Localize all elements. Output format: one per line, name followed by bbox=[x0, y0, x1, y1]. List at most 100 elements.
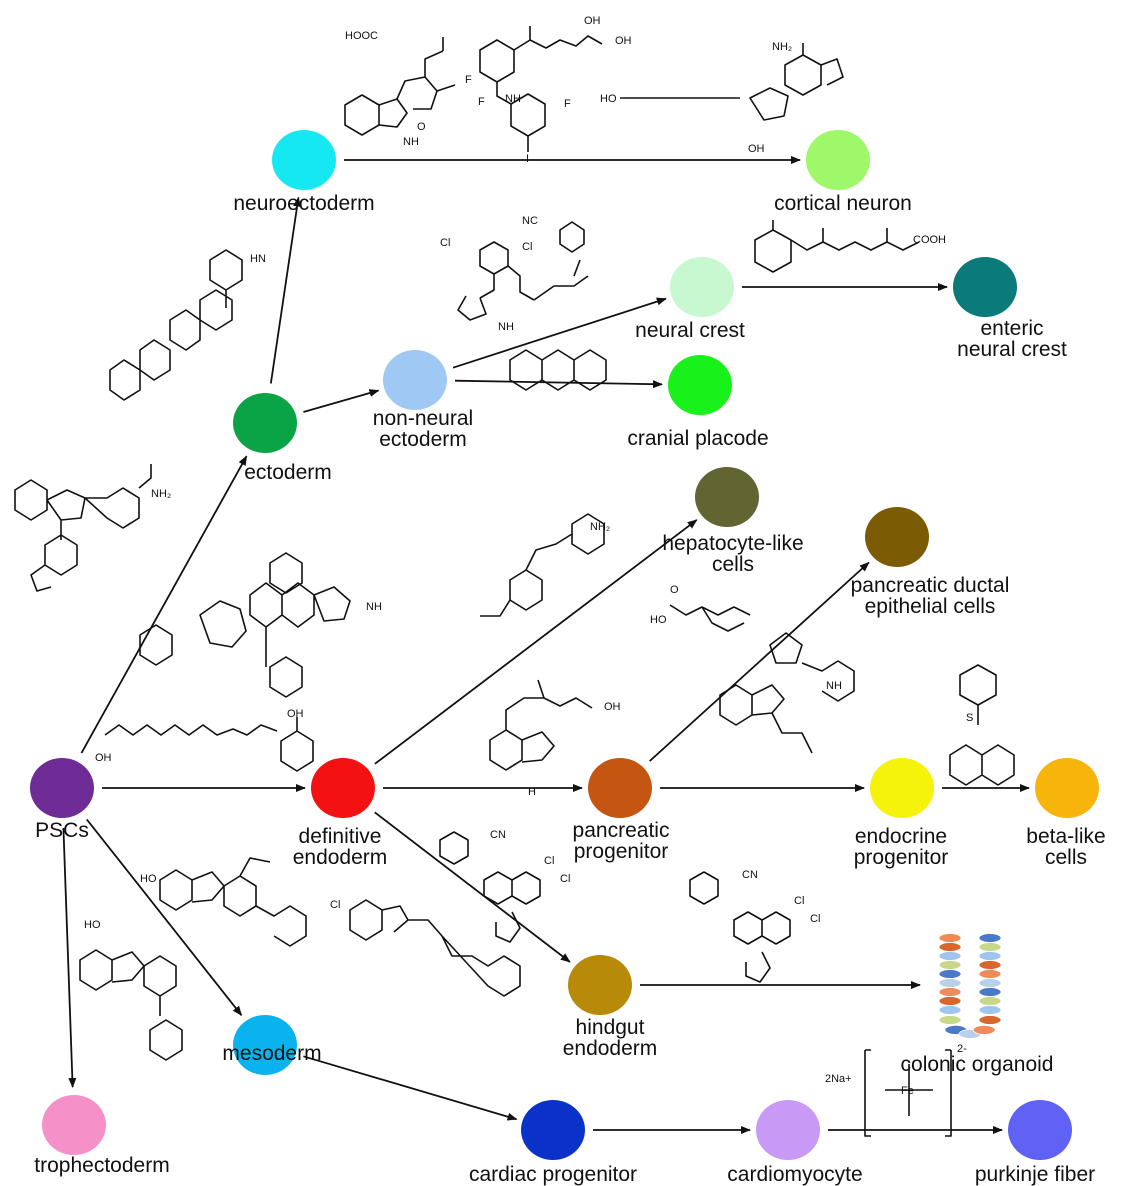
molecule-carbazole: HO bbox=[140, 857, 307, 947]
cell-label-hepatocyte-like-cells: hepatocyte-like cells bbox=[662, 532, 804, 576]
edge-pancreatic-progenitor-to-pancreatic-ductal bbox=[649, 561, 870, 762]
organoid-cell bbox=[978, 978, 1002, 988]
cooh-label: COOH bbox=[913, 234, 946, 246]
organoid-cell bbox=[938, 942, 962, 952]
cell-label-cortical-neuron: cortical neuron bbox=[774, 192, 912, 215]
molecule-valproic-acid: HO O bbox=[650, 584, 751, 632]
molecule-chir99021: Cl Cl NC NH bbox=[440, 215, 589, 333]
cell-node-cranial-placode bbox=[668, 355, 732, 415]
nc-label: NC bbox=[522, 215, 538, 227]
oh-label-3: OH bbox=[748, 143, 765, 155]
hooc-label: HOOC bbox=[345, 30, 378, 42]
cell-label-cardiomyocyte: cardiomyocyte bbox=[727, 1163, 863, 1186]
molecule-retinoic-acid: COOH bbox=[754, 220, 946, 273]
organoid-cell bbox=[978, 1005, 1002, 1015]
organoid-cell bbox=[938, 1015, 962, 1025]
cell-label-pancreatic-progenitor: pancreatic progenitor bbox=[572, 819, 670, 863]
ho-label-2: HO bbox=[650, 614, 667, 626]
hn-label: HN bbox=[250, 253, 266, 265]
cell-label-neuroectoderm: neuroectoderm bbox=[233, 192, 375, 215]
cl-label-3: Cl bbox=[544, 855, 554, 867]
cell-node-enteric-neural-crest bbox=[953, 257, 1017, 317]
cell-label-enteric-neural-crest: enteric neural crest bbox=[957, 317, 1067, 361]
molecule-indolactam: OH H bbox=[489, 679, 621, 798]
organoid-cell bbox=[938, 951, 962, 961]
cell-label-cranial-placode: cranial placode bbox=[627, 427, 769, 450]
cl-label-4: Cl bbox=[560, 873, 570, 885]
nh-label-4: NH bbox=[366, 601, 382, 613]
organoid-cell bbox=[978, 960, 1002, 970]
organoid-cell bbox=[978, 933, 1002, 943]
ho-label-4: HO bbox=[84, 919, 101, 931]
molecule-atp: HO NH₂ OH bbox=[600, 41, 844, 155]
oh-label-4: OH bbox=[95, 752, 112, 764]
molecule-phenanthroline bbox=[509, 349, 607, 391]
colonic-organoid-graphic bbox=[938, 933, 1002, 1039]
molecule-h1152: S bbox=[949, 664, 1015, 786]
edge-ectoderm-to-neuroectoderm bbox=[269, 196, 302, 384]
molecule-carbazole-2: HO bbox=[79, 919, 183, 1061]
cell-node-ectoderm bbox=[233, 393, 297, 453]
organoid-cell bbox=[938, 978, 962, 988]
i-label: I bbox=[526, 153, 529, 165]
edge-mesoderm-to-cardiac-progenitor bbox=[303, 1055, 518, 1121]
molecule-pd0325901: F F NH OH OH F I bbox=[465, 15, 632, 165]
cell-node-purkinje-fiber bbox=[1008, 1100, 1072, 1160]
charge-label: 2- bbox=[957, 1043, 967, 1055]
oh-label: OH bbox=[584, 15, 601, 27]
edge-ectoderm-to-non-neural-ectoderm bbox=[303, 389, 380, 413]
cell-node-hepatocyte-like-cells bbox=[695, 467, 759, 527]
molecule-ido1: OH OH bbox=[95, 708, 314, 772]
edge-non-neural-ectoderm-to-cranial-placode bbox=[454, 379, 664, 389]
nh2-label-2: NH₂ bbox=[151, 488, 171, 500]
molecule-benzamide: NH₂ bbox=[480, 513, 610, 617]
molecule-sb431542: NH₂ bbox=[14, 464, 171, 592]
cell-node-cardiac-progenitor bbox=[521, 1100, 585, 1160]
cell-node-mesoderm bbox=[233, 1015, 297, 1075]
ho-label: HO bbox=[600, 93, 617, 105]
molecule-chir-2: CN Cl Cl bbox=[439, 829, 570, 943]
cell-node-definitive-endoderm bbox=[311, 758, 375, 818]
cl-label-5: Cl bbox=[794, 895, 804, 907]
cl-label-2: Cl bbox=[522, 241, 532, 253]
organoid-cell bbox=[978, 987, 1002, 997]
cell-label-ectoderm: ectoderm bbox=[244, 461, 332, 484]
cell-label-neural-crest: neural crest bbox=[635, 319, 745, 342]
organoid-cell bbox=[978, 969, 1002, 979]
cell-node-cardiomyocyte bbox=[756, 1100, 820, 1160]
cell-label-endocrine-progenitor: endocrine progenitor bbox=[853, 825, 949, 869]
cell-label-pancreatic-ductal: pancreatic ductal epithelial cells bbox=[850, 574, 1010, 618]
f-label-3: F bbox=[564, 98, 571, 110]
oh-label-5: OH bbox=[287, 708, 304, 720]
molecule-benzothiazole: Cl bbox=[330, 899, 521, 997]
small-molecule-layer: HOOC NH O F F NH OH OH F I HO NH₂ OH Cl … bbox=[14, 15, 1015, 1137]
cell-node-neural-crest bbox=[670, 257, 734, 317]
f-label-2: F bbox=[478, 96, 485, 108]
cell-node-hindgut-endoderm bbox=[568, 955, 632, 1015]
cell-node-beta-like-cells bbox=[1035, 758, 1099, 818]
cell-node-pscs bbox=[30, 758, 94, 818]
nh2-label: NH₂ bbox=[772, 41, 792, 53]
nh-label-3: NH bbox=[498, 321, 514, 333]
organoid-cell bbox=[972, 1024, 996, 1035]
nh-label: NH bbox=[403, 136, 419, 148]
h-label: H bbox=[528, 786, 536, 798]
s-label: S bbox=[966, 712, 973, 724]
cl-label-7: Cl bbox=[330, 899, 340, 911]
o-label: O bbox=[417, 121, 426, 133]
cell-node-cortical-neuron bbox=[806, 130, 870, 190]
o-label-2: O bbox=[670, 584, 679, 596]
cell-node-endocrine-progenitor bbox=[870, 758, 934, 818]
cell-label-hindgut-endoderm: hindgut endoderm bbox=[562, 1016, 658, 1060]
ho-label-3: HO bbox=[140, 873, 157, 885]
cell-label-mesoderm: mesoderm bbox=[222, 1042, 322, 1065]
organoid-cell bbox=[938, 987, 962, 997]
edge-pscs-to-ectoderm bbox=[80, 455, 248, 754]
cell-node-non-neural-ectoderm bbox=[383, 350, 447, 410]
cell-node-trophectoderm bbox=[42, 1095, 106, 1155]
molecule-maleimide: NH bbox=[719, 632, 855, 754]
cell-node-pancreatic-progenitor bbox=[588, 758, 652, 818]
f-label: F bbox=[465, 74, 472, 86]
organoid-cell bbox=[938, 960, 962, 970]
